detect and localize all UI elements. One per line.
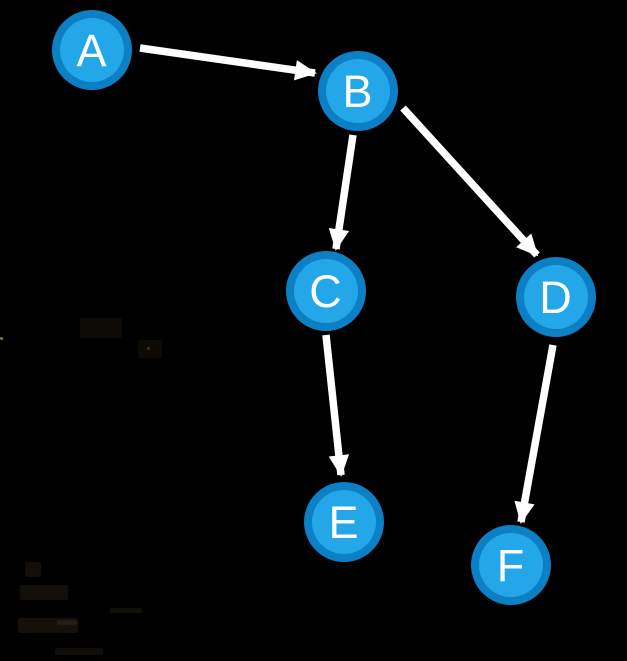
node-label-C: C [309,266,343,317]
node-body [60,18,124,82]
graph-node-A[interactable]: A [52,10,132,90]
node-body [524,265,588,329]
graph-node-B[interactable]: B [318,51,398,131]
node-label-B: B [342,66,373,117]
node-label-F: F [497,540,526,591]
node-label-D: D [539,272,573,323]
graph-node-E[interactable]: E [304,482,384,562]
node-body [479,533,543,597]
graph-node-D[interactable]: D [516,257,596,337]
node-label-A: A [76,25,107,76]
graph-node-F[interactable]: F [471,525,551,605]
graph-node-C[interactable]: C [286,251,366,331]
edge-arrow-C-to-E [322,334,350,477]
node-body [294,259,358,323]
node-label-E: E [328,497,359,548]
edge-arrow-D-to-F [514,344,557,524]
edge-arrow-B-to-C [328,134,357,251]
node-body [326,59,390,123]
node-body [312,490,376,554]
edge-arrow-B-to-D [400,105,540,258]
edge-arrow-A-to-B [139,44,317,81]
